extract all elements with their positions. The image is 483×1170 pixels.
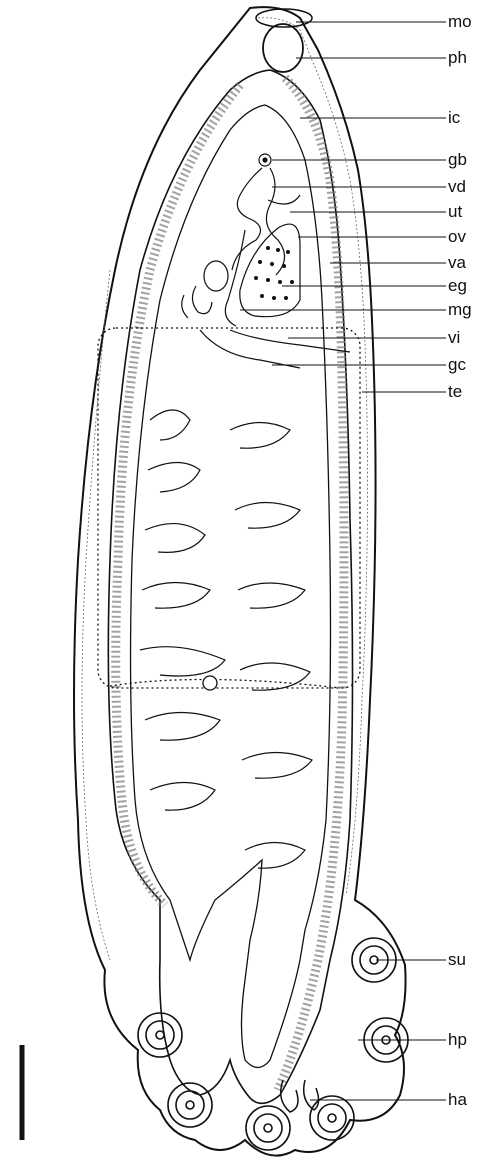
ovary-eggs xyxy=(254,246,294,300)
testis-junction xyxy=(203,676,217,690)
label-gb: gb xyxy=(448,151,467,168)
label-vi: vi xyxy=(448,329,460,346)
label-ph: ph xyxy=(448,49,467,66)
pharynx xyxy=(263,24,303,72)
label-eg: eg xyxy=(448,277,467,294)
label-hp: hp xyxy=(448,1031,467,1048)
testis-field-divider xyxy=(110,679,340,688)
label-te: te xyxy=(448,383,462,400)
label-mg: mg xyxy=(448,301,472,318)
reproductive-complex xyxy=(182,154,350,368)
label-gc: gc xyxy=(448,356,466,373)
label-su: su xyxy=(448,951,466,968)
body-outline xyxy=(74,7,406,1156)
testis-field xyxy=(98,328,360,688)
vitelline-field-right xyxy=(278,78,344,1090)
caecal-diverticula xyxy=(140,410,312,868)
label-ut: ut xyxy=(448,203,462,220)
label-ov: ov xyxy=(448,228,466,245)
label-ic: ic xyxy=(448,109,460,126)
label-ha: ha xyxy=(448,1091,467,1108)
label-mo: mo xyxy=(448,13,472,30)
label-va: va xyxy=(448,254,466,271)
leader-lines xyxy=(240,22,446,1100)
label-vd: vd xyxy=(448,178,466,195)
haptor-suckers xyxy=(138,938,408,1150)
